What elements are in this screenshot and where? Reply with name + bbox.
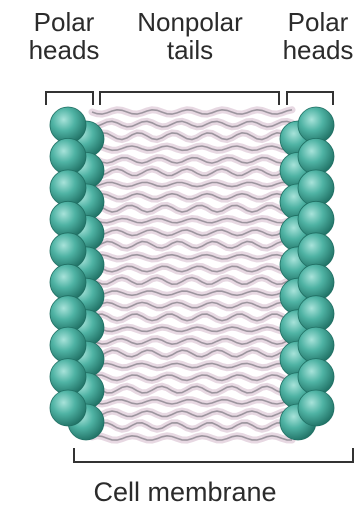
polar-head-sphere-icon bbox=[50, 359, 86, 395]
polar-head-sphere-icon bbox=[298, 327, 334, 363]
polar-head-sphere-icon bbox=[50, 327, 86, 363]
cell-membrane-label: Cell membrane bbox=[50, 478, 320, 506]
bracket-polar-left bbox=[46, 92, 93, 105]
polar-head-sphere-icon bbox=[50, 138, 86, 174]
top-brackets bbox=[46, 92, 333, 105]
bracket-nonpolar bbox=[100, 92, 279, 105]
lipid-tail-band bbox=[92, 423, 292, 430]
polar-head-sphere-icon bbox=[298, 201, 334, 237]
polar-head-sphere-icon bbox=[50, 107, 86, 143]
polar-head-sphere-icon bbox=[298, 390, 334, 426]
polar-heads-left bbox=[50, 107, 104, 440]
polar-head-sphere-icon bbox=[298, 359, 334, 395]
bracket-membrane bbox=[74, 448, 353, 462]
polar-heads-right bbox=[280, 107, 334, 440]
lipid-tail-band bbox=[92, 133, 292, 140]
polar-head-sphere-icon bbox=[298, 264, 334, 300]
polar-head-sphere-icon bbox=[298, 296, 334, 332]
polar-head-sphere-icon bbox=[50, 390, 86, 426]
nonpolar-tail-region bbox=[92, 110, 292, 440]
bracket-polar-right bbox=[287, 92, 333, 105]
polar-head-sphere-icon bbox=[298, 233, 334, 269]
polar-head-sphere-icon bbox=[298, 138, 334, 174]
polar-head-sphere-icon bbox=[50, 201, 86, 237]
lipid-tail-band bbox=[92, 278, 292, 285]
polar-head-sphere-icon bbox=[298, 170, 334, 206]
polar-head-sphere-icon bbox=[50, 170, 86, 206]
polar-head-sphere-icon bbox=[50, 264, 86, 300]
polar-head-sphere-icon bbox=[50, 233, 86, 269]
polar-head-sphere-icon bbox=[50, 296, 86, 332]
polar-head-sphere-icon bbox=[298, 107, 334, 143]
